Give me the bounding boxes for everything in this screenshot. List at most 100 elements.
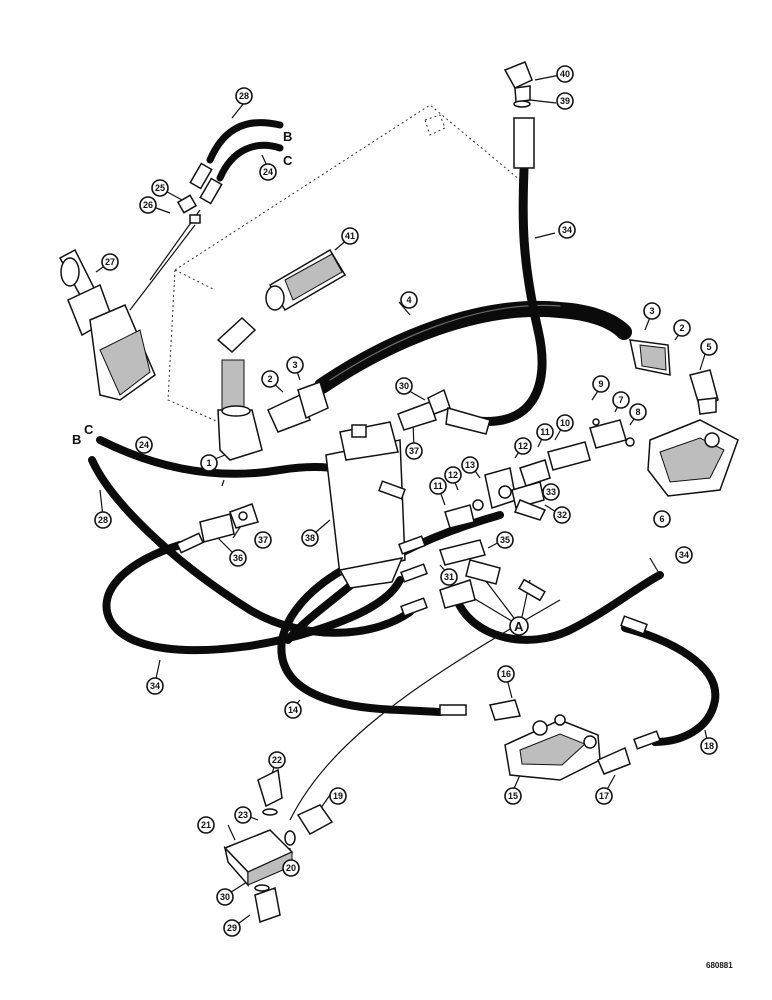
hose-28-top: [206, 119, 284, 164]
callout-34a: 34: [558, 221, 576, 239]
svg-text:1: 1: [206, 458, 211, 468]
callout-9: 9: [592, 375, 610, 393]
svg-text:32: 32: [557, 510, 567, 520]
part-39-40-elbow: [503, 61, 533, 108]
part-27-cylinder: [58, 248, 156, 401]
part-30-37-fittings: [397, 388, 491, 435]
parts: [58, 61, 739, 923]
callout-12b: 12: [444, 466, 462, 484]
letter-b-top: B: [283, 129, 292, 144]
part-36-37-fittings-lower: [199, 503, 259, 543]
hose-34-left: [102, 541, 404, 655]
part-35-manifold: [439, 539, 501, 609]
callout-11a: 11: [536, 423, 554, 441]
part-17-elbow: [597, 746, 631, 775]
svg-text:24: 24: [139, 440, 149, 450]
svg-text:10: 10: [560, 418, 570, 428]
svg-text:12: 12: [518, 441, 528, 451]
svg-text:22: 22: [272, 755, 282, 765]
callout-37b: 37: [254, 531, 272, 549]
svg-text:21: 21: [201, 820, 211, 830]
letter-a: A: [514, 619, 524, 634]
part-10-fitting: [547, 441, 591, 471]
svg-text:6: 6: [659, 514, 664, 524]
svg-text:34: 34: [150, 681, 160, 691]
svg-text:36: 36: [233, 553, 243, 563]
callout-4: 4: [400, 291, 418, 309]
callout-33: 33: [542, 483, 560, 501]
hose-34-right: [451, 571, 664, 644]
svg-text:16: 16: [501, 669, 511, 679]
callout-37a: 37: [405, 442, 423, 460]
callout-2b: 2: [673, 319, 691, 337]
svg-text:25: 25: [155, 183, 165, 193]
svg-text:37: 37: [258, 535, 268, 545]
callout-39: 39: [556, 92, 574, 110]
part-7-fitting: [589, 418, 635, 449]
part-5-elbow: [689, 369, 719, 415]
part-15-valve: [504, 714, 601, 781]
callout-11b: 11: [429, 477, 447, 495]
callout-34b: 34: [675, 546, 693, 564]
svg-text:9: 9: [598, 379, 603, 389]
svg-text:30: 30: [220, 892, 230, 902]
svg-text:34: 34: [562, 225, 572, 235]
svg-text:40: 40: [560, 69, 570, 79]
part-6-pump: [647, 419, 739, 497]
svg-text:29: 29: [227, 923, 237, 933]
hose-34-top: [465, 165, 547, 426]
part-11-12-13-fittings: [444, 459, 551, 529]
callout-20: 20: [282, 859, 300, 877]
callout-26: 26: [139, 196, 157, 214]
part-41-strainer: [265, 248, 347, 312]
svg-text:15: 15: [508, 791, 518, 801]
svg-text:18: 18: [704, 741, 714, 751]
callout-34c: 34: [146, 677, 164, 695]
callout-40: 40: [556, 65, 574, 83]
callout-41: 41: [341, 227, 359, 245]
callout-16: 16: [497, 665, 515, 683]
callout-30b: 30: [216, 888, 234, 906]
hose-4: [314, 301, 632, 394]
figure-code: 680881: [706, 961, 733, 970]
part-19-elbow: [284, 804, 334, 846]
callout-35: 35: [496, 531, 514, 549]
hose-24-top: [216, 141, 284, 182]
callout-22: 22: [268, 751, 286, 769]
hose-18: [621, 624, 720, 746]
svg-text:37: 37: [409, 446, 419, 456]
part-16-elbow: [489, 699, 521, 721]
callout-38: 38: [301, 529, 319, 547]
svg-text:19: 19: [333, 791, 343, 801]
svg-text:14: 14: [288, 705, 298, 715]
svg-text:26: 26: [143, 200, 153, 210]
callout-36: 36: [229, 549, 247, 567]
callout-14: 14: [284, 701, 302, 719]
callout-8: 8: [629, 403, 647, 421]
callouts: 1 2 2 3 3 4 5 6 7 8 9 10 11 11 12 12 13 …: [94, 65, 718, 937]
svg-text:28: 28: [239, 91, 249, 101]
svg-text:20: 20: [286, 863, 296, 873]
svg-text:2: 2: [679, 323, 684, 333]
part-22-elbow: [257, 768, 283, 816]
svg-text:30: 30: [399, 381, 409, 391]
svg-text:41: 41: [345, 231, 355, 241]
callout-23: 23: [234, 806, 252, 824]
callout-28b: 28: [94, 511, 112, 529]
callout-10: 10: [556, 414, 574, 432]
part-29-elbow: [254, 884, 281, 923]
callout-6: 6: [653, 510, 671, 528]
callout-19: 19: [329, 787, 347, 805]
svg-text:3: 3: [292, 360, 297, 370]
svg-text:34: 34: [679, 550, 689, 560]
svg-text:11: 11: [540, 427, 550, 437]
callout-32: 32: [553, 506, 571, 524]
letter-b-left: B: [72, 432, 81, 447]
svg-text:5: 5: [706, 342, 711, 352]
callout-29: 29: [223, 919, 241, 937]
callout-27: 27: [101, 253, 119, 271]
callout-31: 31: [440, 568, 458, 586]
part-1-elbow: [216, 316, 263, 461]
svg-text:39: 39: [560, 96, 570, 106]
